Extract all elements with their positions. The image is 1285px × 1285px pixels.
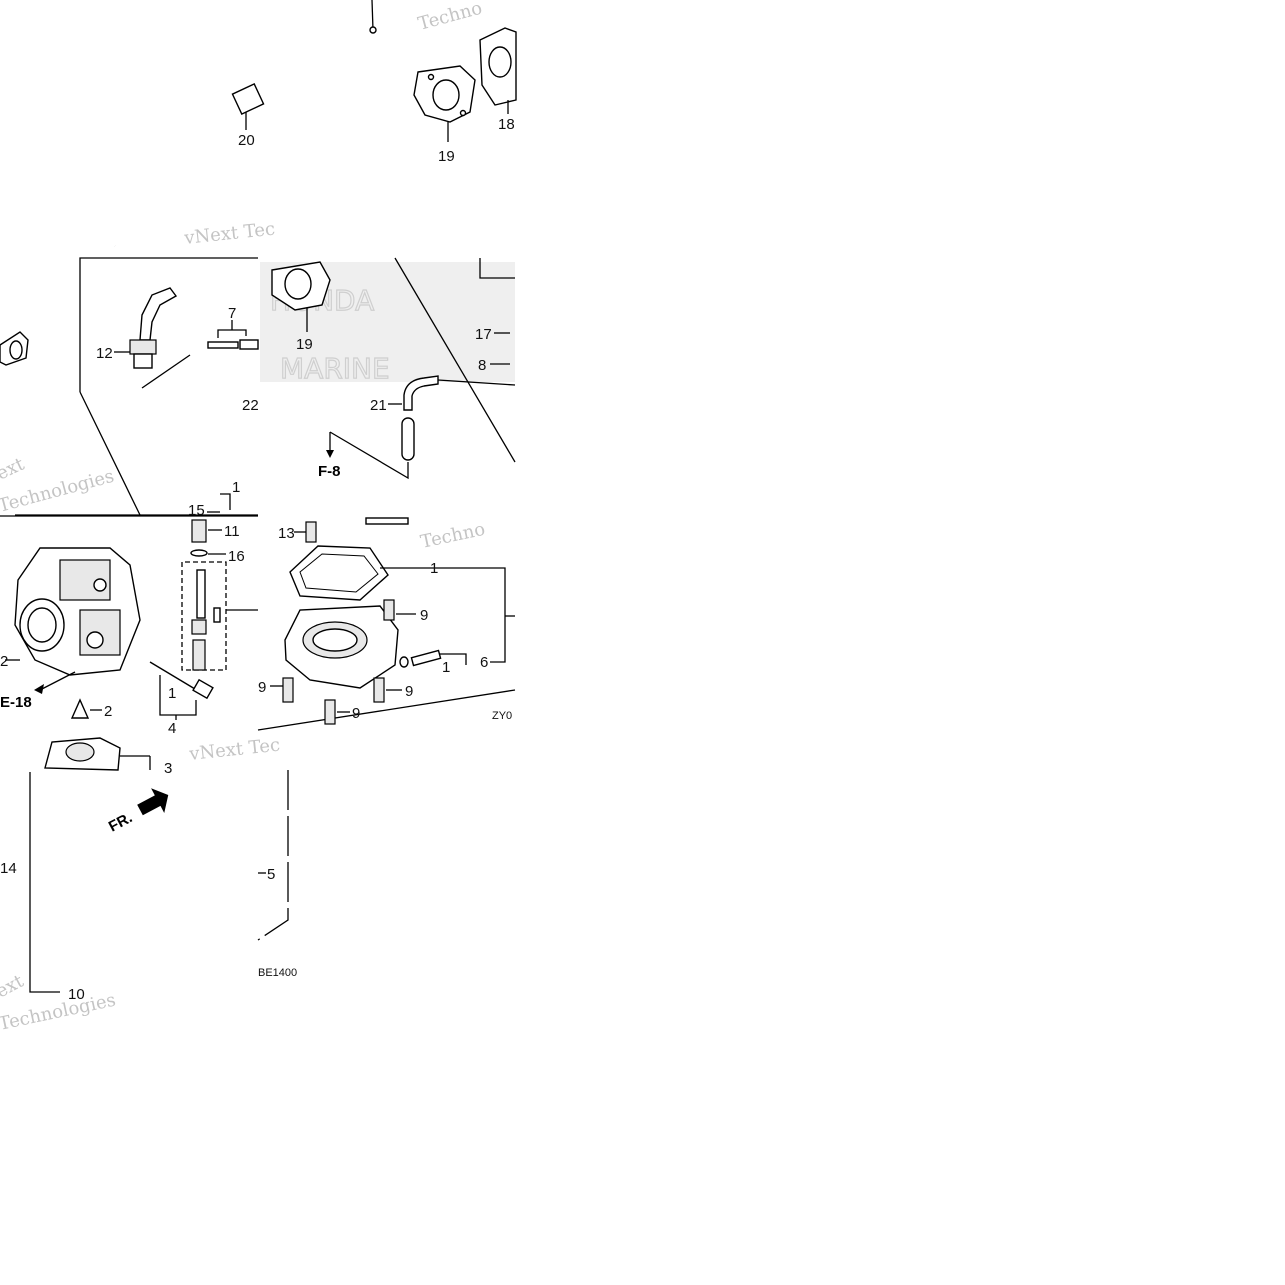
svg-text:vNext Tec: vNext Tec — [182, 219, 276, 250]
callout-6: 6 — [480, 654, 488, 671]
top-fragment: 20 19 18 Techno — [105, 0, 517, 247]
callout-14: 14 — [0, 860, 17, 877]
callout-18: 18 — [498, 116, 515, 133]
svg-text:Techno: Techno — [419, 519, 487, 553]
svg-text:Technologies: Technologies — [0, 990, 118, 1035]
callout-13: 13 — [278, 525, 295, 542]
svg-text:ext: ext — [0, 453, 28, 484]
callout-15: 15 — [188, 502, 205, 519]
callout-2b: 2 — [0, 653, 8, 670]
callout-12: 12 — [96, 345, 113, 362]
svg-text:MARINE: MARINE — [280, 352, 390, 385]
callout-1-chamber: 1 — [430, 560, 438, 577]
callout-3: 3 — [164, 760, 172, 777]
callout-2: 2 — [104, 703, 112, 720]
hose-part-21 — [403, 375, 439, 411]
hose-part-21b — [401, 417, 415, 461]
carburetor-assembly: 2 E-18 4 1 15 1 11 16 2 — [0, 453, 258, 777]
callout-19-top: 19 — [438, 148, 455, 165]
callout-7: 7 — [228, 305, 236, 322]
svg-text:vNext Tec: vNext Tec — [187, 735, 281, 766]
front-arrow-icon — [137, 788, 169, 816]
callout-9c: 9 — [405, 683, 413, 700]
jet-part-11 — [191, 519, 207, 543]
callout-22: 22 — [242, 397, 259, 414]
callout-1b: 1 — [168, 685, 176, 702]
ref-e18: E-18 — [0, 694, 32, 711]
callout-16: 16 — [228, 548, 245, 565]
middle-right-fragment: HONDA MARINE 19 17 8 21 F-8 — [260, 257, 516, 480]
svg-text:ext: ext — [0, 970, 28, 1002]
svg-text:Techno: Techno — [416, 0, 485, 35]
callout-1: 1 — [232, 479, 240, 496]
callout-11: 11 — [224, 523, 240, 540]
ref-front: FR. — [106, 809, 135, 835]
jet-part-2 — [70, 698, 90, 719]
callout-9b: 9 — [258, 679, 266, 696]
fitting-part-12 — [139, 287, 178, 341]
gasket-part-1 — [289, 545, 389, 601]
inset-box-left: 12 7 22 vNext Tec — [79, 219, 276, 516]
left-fitting — [0, 331, 29, 366]
ref-f8: F-8 — [318, 463, 341, 480]
code-zy0: ZY0 — [492, 710, 512, 722]
screw-part-13 — [305, 521, 317, 543]
callout-20: 20 — [238, 132, 255, 149]
callout-4: 4 — [168, 720, 176, 737]
lower-fragment: 10 14 5 FR. BE1400 vNext Tec Technologie… — [0, 735, 297, 1035]
callout-9d: 9 — [352, 705, 360, 722]
float-chamber-assembly: 13 1 6 1 9 9 9 9 ZY0 Techno — [257, 517, 516, 731]
callout-8: 8 — [478, 357, 486, 374]
callout-21: 21 — [370, 397, 387, 414]
callout-5: 5 — [267, 866, 275, 883]
callout-1c: 1 — [442, 659, 450, 676]
callout-9a: 9 — [420, 607, 428, 624]
code-be1400: BE1400 — [258, 967, 297, 979]
callout-17: 17 — [475, 326, 492, 343]
callout-19-mid: 19 — [296, 336, 313, 353]
callout-10: 10 — [68, 986, 85, 1003]
